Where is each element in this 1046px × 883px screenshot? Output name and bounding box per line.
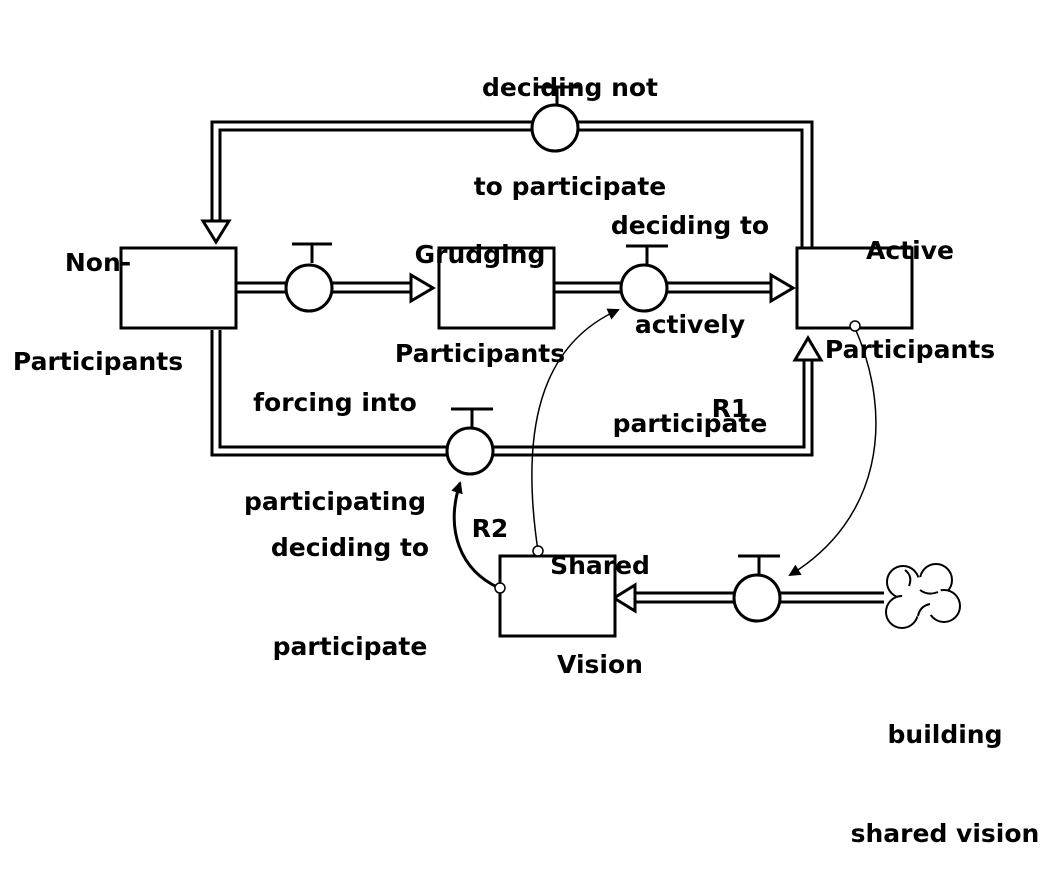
valve-forcing-into-participating <box>284 242 334 313</box>
flow-pipe-deciding-not-to-participate <box>200 120 814 247</box>
flow-label-deciding-to-actively-participate: deciding to actively participate <box>610 211 770 438</box>
stock-non-participants <box>119 246 238 330</box>
cloud-source-icon <box>885 563 961 629</box>
stock-label-active-participants: Active Participants <box>824 236 996 364</box>
stock-shared-vision <box>498 554 617 638</box>
link-origin-marker <box>849 320 861 332</box>
stock-flow-diagram <box>119 85 961 638</box>
loop-label-r1: R1 <box>711 394 749 423</box>
link-origin-marker <box>532 545 544 557</box>
valve-deciding-not-to-participate <box>530 85 580 153</box>
stock-label-non-participants: Non- Participants <box>12 248 184 376</box>
stock-label-shared-vision: Shared Vision <box>550 551 650 679</box>
stock-label-grudging-participants: Grudging Participants <box>394 240 566 368</box>
flow-label-forcing-into-participating: forcing into participating <box>244 388 426 516</box>
stock-grudging-participants <box>437 246 556 330</box>
flow-pipe-deciding-to-participate <box>210 330 824 457</box>
link-shared-vision-to-deciding-to-actively-participate <box>531 308 620 552</box>
valve-deciding-to-participate <box>445 407 495 476</box>
flow-label-building-shared-vision: building shared vision <box>850 720 1040 848</box>
flow-label-deciding-not-to-participate: deciding not to participate <box>473 73 667 201</box>
link-shared-vision-to-deciding-to-participate <box>451 481 500 590</box>
valve-building-shared-vision <box>732 554 782 623</box>
link-origin-marker <box>494 582 506 594</box>
loop-label-r2: R2 <box>471 514 509 543</box>
flow-label-deciding-to-participate: deciding to participate <box>270 533 430 661</box>
stock-active-participants <box>795 246 914 330</box>
link-active-participants-to-building-shared-vision <box>788 327 877 577</box>
valve-deciding-to-actively-participate <box>619 244 669 313</box>
